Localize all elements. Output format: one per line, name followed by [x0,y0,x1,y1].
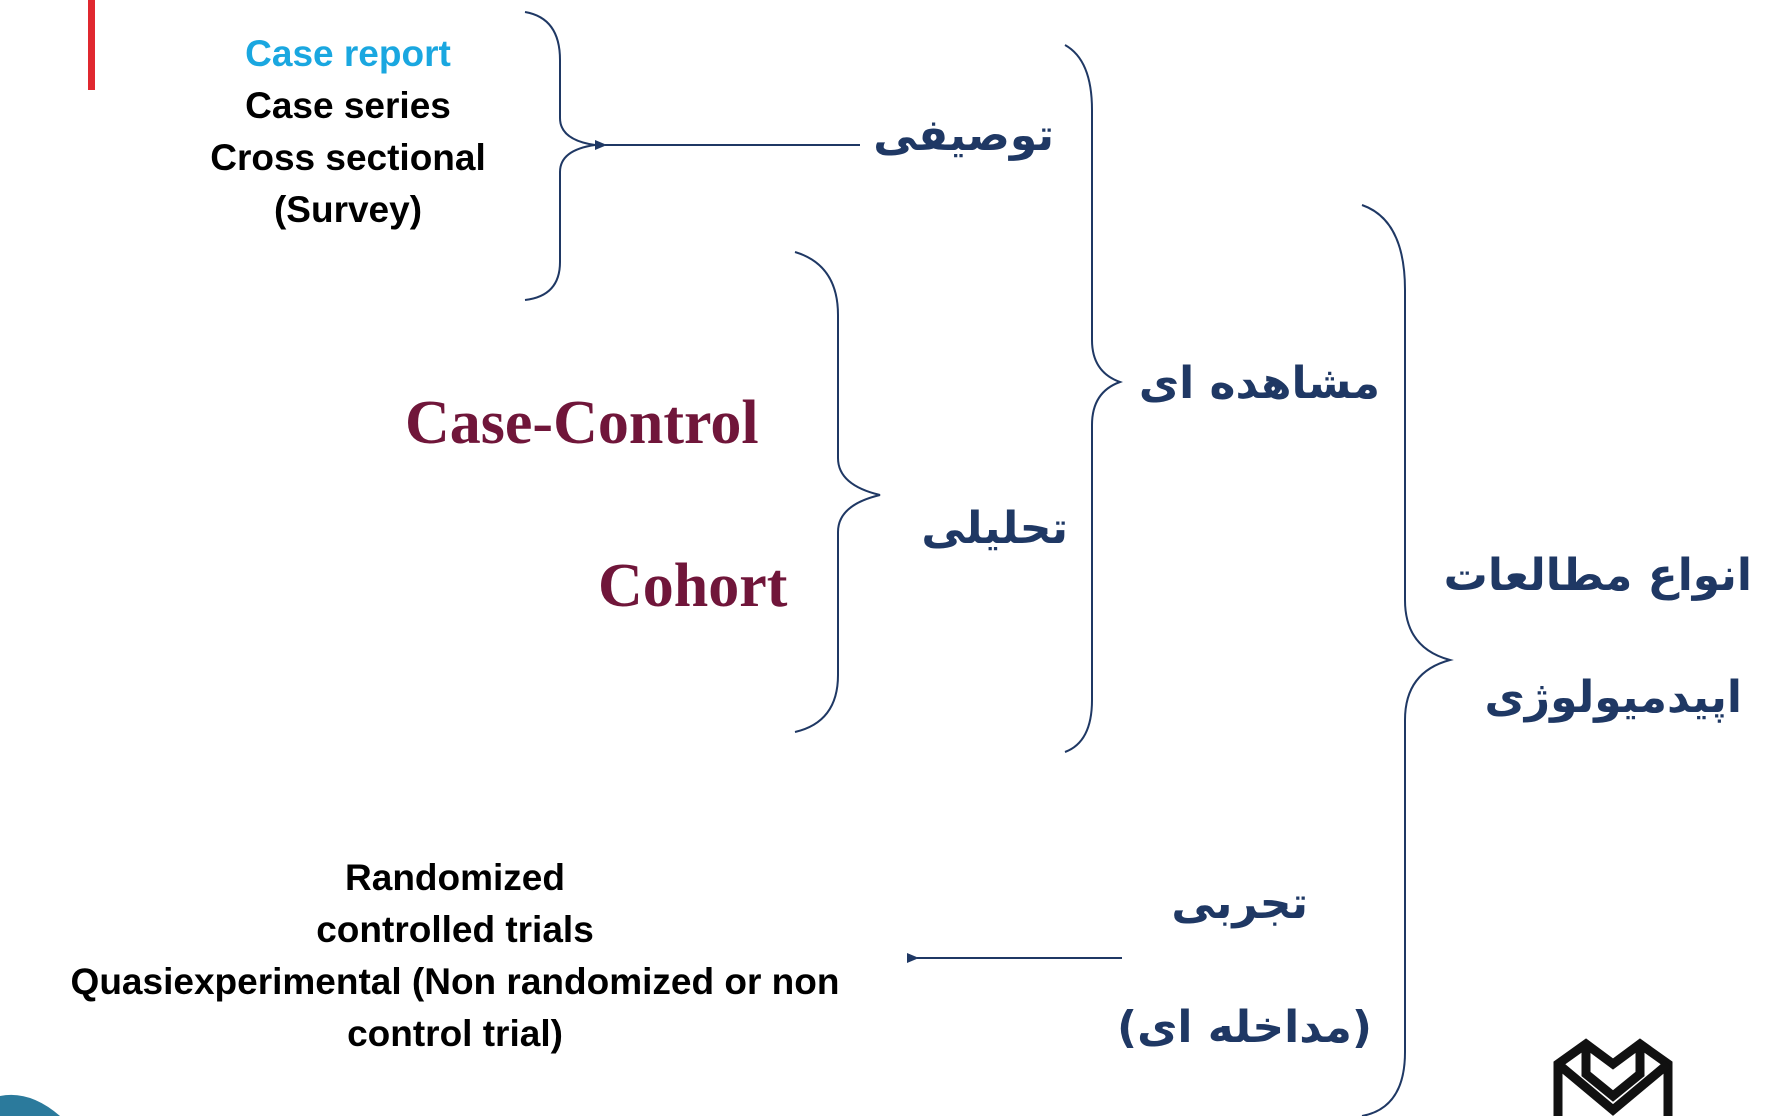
study-controlled-trials: controlled trials [316,909,594,950]
experimental-label: تجربی [1171,878,1308,929]
experimental-sublabel: (مداخله ای) [1116,1002,1372,1053]
descriptive-label: توصیفی [873,110,1054,161]
study-case-report: Case report [245,33,451,74]
study-quasiexperimental: Quasiexperimental (Non randomized or non [70,961,840,1002]
root-label-line2: اپیدمیولوژی [1484,672,1742,723]
study-case-control: Case-Control [405,389,759,457]
study-case-series: Case series [245,85,451,126]
accent-bar [88,0,95,90]
brace-main [1361,204,1454,1116]
study-survey: (Survey) [273,189,423,230]
brace-observational [1064,44,1123,753]
brace-descriptive [524,11,596,301]
study-randomized: Randomized [345,857,565,898]
corner-decoration [0,1094,60,1116]
experimental-study-list: Randomized controlled trials Quasiexperi… [0,852,910,1060]
descriptive-study-list: Case report Case series Cross sectional … [148,28,548,236]
study-cross-sectional: Cross sectional [210,137,486,178]
study-control-trial: control trial) [347,1013,563,1054]
study-cohort: Cohort [598,552,788,620]
root-label-line1: انواع مطالعات [1443,550,1752,601]
observational-label: مشاهده ای [1138,358,1380,409]
brace-analytical [794,251,881,733]
analytical-label: تحلیلی [921,503,1068,554]
university-logo [1553,1038,1673,1116]
